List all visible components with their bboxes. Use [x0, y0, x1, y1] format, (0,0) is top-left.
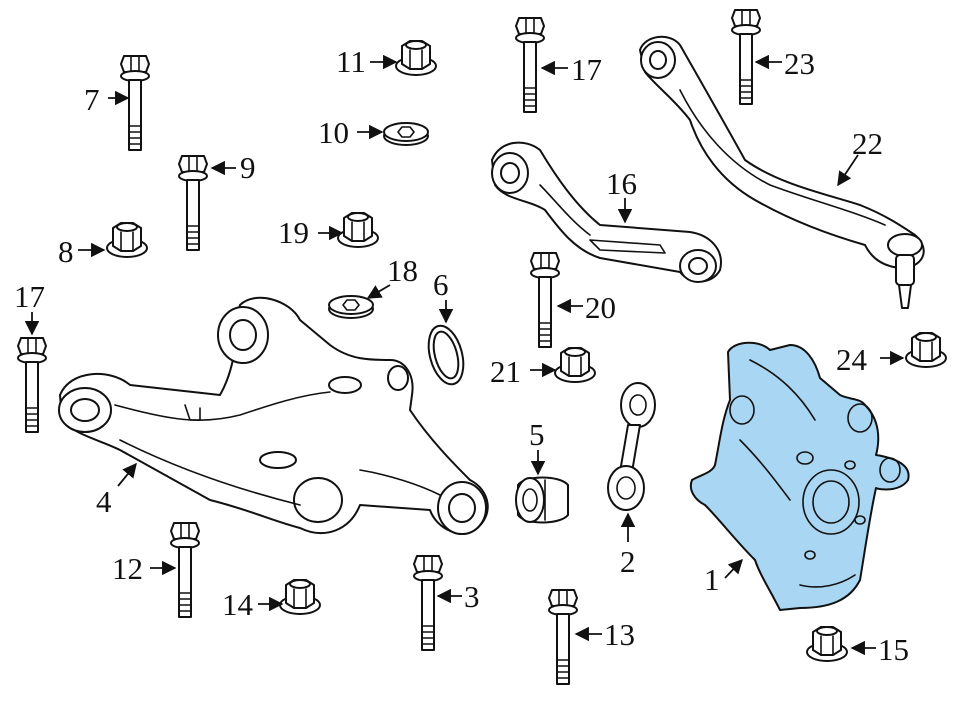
label-23: 23	[784, 46, 815, 81]
label-2: 2	[620, 544, 636, 579]
nut-14	[279, 579, 321, 615]
leader-arrows	[24, 54, 905, 656]
bolt-12	[170, 522, 200, 618]
washer-10	[383, 122, 429, 146]
label-12: 12	[112, 551, 143, 586]
label-7: 7	[84, 82, 100, 117]
label-20: 20	[585, 290, 616, 325]
bolt-17-left	[17, 337, 47, 433]
nut-24	[905, 332, 947, 368]
nut-19	[337, 212, 379, 248]
trailing-arm	[639, 35, 925, 309]
label-6: 6	[433, 267, 449, 302]
label-8: 8	[58, 234, 74, 269]
nut-15	[806, 626, 848, 662]
bolt-13	[548, 589, 578, 685]
bolt-23	[731, 9, 761, 105]
label-24: 24	[836, 342, 868, 377]
label-19: 19	[278, 215, 309, 250]
label-4: 4	[96, 484, 112, 519]
label-11: 11	[336, 44, 366, 79]
knuckle	[689, 341, 910, 611]
label-5: 5	[529, 417, 545, 452]
label-14: 14	[222, 587, 254, 622]
stabilizer-link	[607, 382, 656, 511]
bolt-7	[120, 55, 150, 151]
upper-control-arm	[491, 141, 722, 283]
label-9: 9	[240, 150, 256, 185]
bolt-20	[530, 252, 560, 348]
knuckle-body	[689, 341, 910, 611]
label-13: 13	[604, 617, 635, 652]
label-22: 22	[852, 126, 883, 161]
callout-labels: 11 10 7 9 8 19 18 17 23 22 16 6 20 21 24…	[14, 44, 909, 667]
nut-8	[106, 222, 148, 258]
bolt-9	[178, 155, 208, 251]
label-3: 3	[464, 579, 480, 614]
label-16: 16	[606, 166, 637, 201]
bolt-3	[413, 555, 443, 651]
label-17-left: 17	[14, 279, 45, 314]
label-1: 1	[704, 562, 720, 597]
label-10: 10	[318, 115, 349, 150]
label-18: 18	[387, 253, 418, 288]
label-17-top: 17	[571, 52, 602, 87]
lower-control-arm	[58, 296, 489, 535]
bolt-17-top	[515, 17, 545, 113]
bushing	[515, 476, 569, 524]
seal-ring	[427, 324, 465, 386]
washer-18	[328, 295, 374, 319]
nut-21	[554, 347, 596, 383]
nut-11	[395, 40, 437, 76]
label-21: 21	[490, 354, 521, 389]
label-15: 15	[878, 632, 909, 667]
